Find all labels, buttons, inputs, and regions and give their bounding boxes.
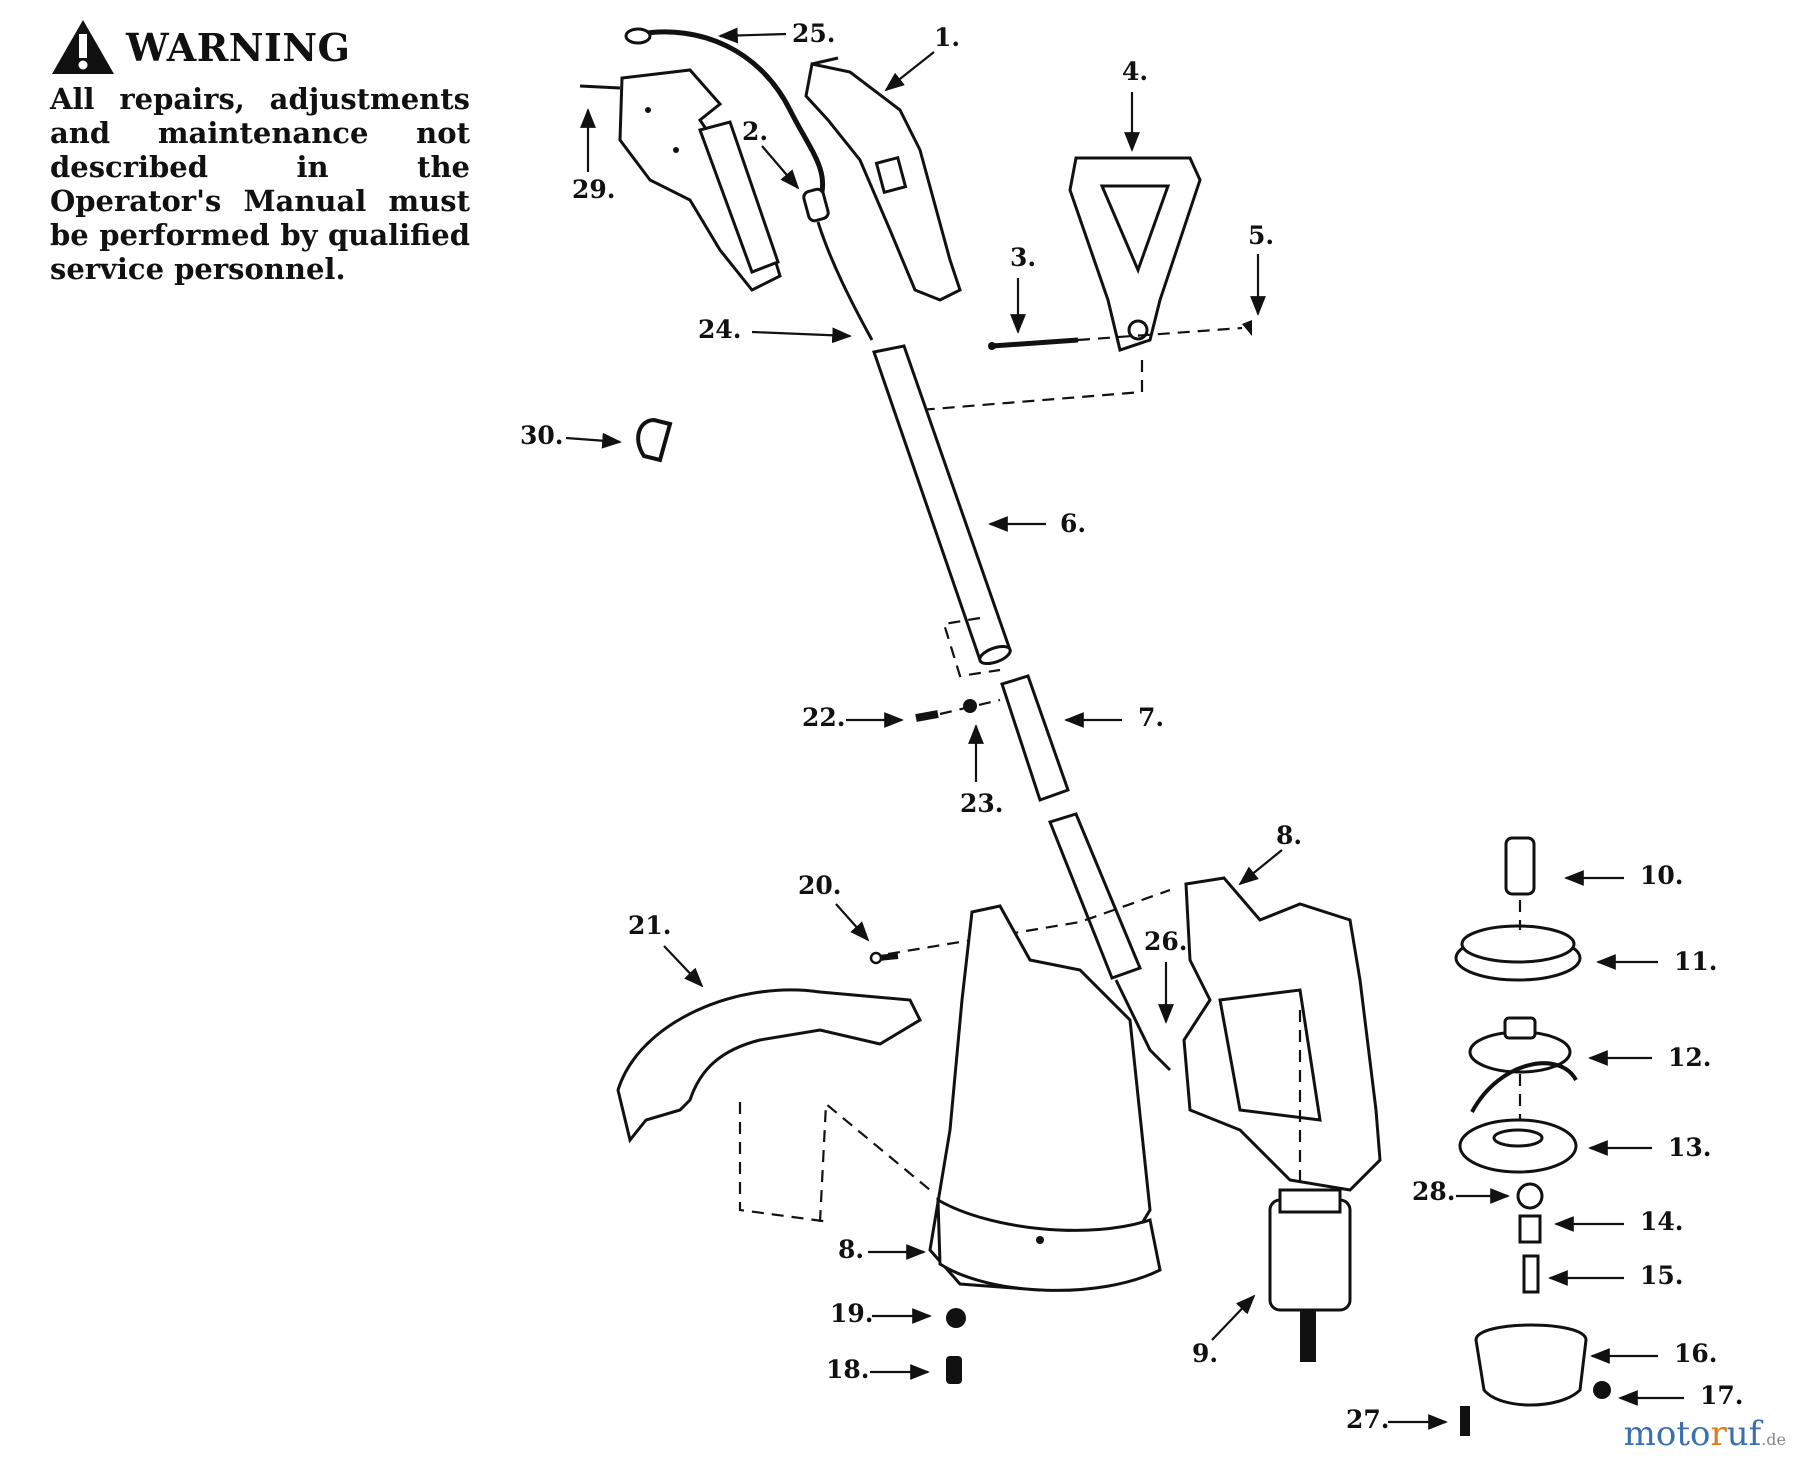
motor-wire bbox=[1114, 979, 1172, 1072]
callout-12: 12. bbox=[1668, 1043, 1712, 1072]
callout-8-lower: 8. bbox=[838, 1235, 864, 1264]
warning-title: WARNING bbox=[126, 24, 351, 70]
callout-4: 4. bbox=[1122, 57, 1148, 86]
wire-lead bbox=[816, 221, 874, 341]
watermark-part-a: moto bbox=[1623, 1414, 1711, 1454]
spring bbox=[1518, 1214, 1542, 1244]
cord-plug bbox=[624, 27, 652, 45]
upper-shaft bbox=[872, 344, 1012, 662]
callout-11: 11. bbox=[1674, 947, 1718, 976]
watermark-part-c: uf bbox=[1726, 1414, 1762, 1454]
handle-half-right bbox=[804, 56, 962, 302]
warning-header: WARNING bbox=[50, 18, 470, 76]
spool-bolt bbox=[1504, 836, 1536, 896]
callout-7: 7. bbox=[1138, 703, 1164, 732]
warning-text: All repairs, adjustments and maintenance… bbox=[50, 82, 470, 286]
coupler-screw bbox=[915, 710, 939, 722]
motor-housing-left bbox=[928, 904, 1162, 1292]
callout-18: 18. bbox=[826, 1355, 870, 1384]
callout-3: 3. bbox=[1010, 243, 1036, 272]
motor bbox=[1268, 1188, 1352, 1362]
cap-bump bbox=[1593, 1381, 1611, 1399]
lower-shaft bbox=[1048, 812, 1142, 980]
watermark-logo: motoruf.de bbox=[1624, 1414, 1786, 1454]
callout-26: 26. bbox=[1144, 927, 1188, 956]
handle-half-left bbox=[579, 68, 782, 292]
cap-screw bbox=[1460, 1406, 1470, 1436]
spool-cap bbox=[1474, 1323, 1588, 1407]
callout-5: 5. bbox=[1248, 221, 1274, 250]
callout-22: 22. bbox=[802, 703, 846, 732]
callout-16: 16. bbox=[1674, 1339, 1718, 1368]
callout-30: 30. bbox=[520, 421, 564, 450]
warning-block: WARNING All repairs, adjustments and mai… bbox=[50, 18, 470, 286]
callout-17: 17. bbox=[1700, 1381, 1744, 1410]
handle-knob bbox=[1242, 320, 1252, 336]
cord-clip bbox=[636, 417, 673, 463]
grass-guard bbox=[616, 988, 931, 1224]
power-cord bbox=[639, 29, 826, 201]
warning-triangle-icon bbox=[52, 20, 114, 74]
callout-19: 19. bbox=[830, 1299, 874, 1328]
callout-1: 1. bbox=[934, 23, 960, 52]
callout-28: 28. bbox=[1412, 1177, 1456, 1206]
callout-10: 10. bbox=[1640, 861, 1684, 890]
callout-21: 21. bbox=[628, 911, 672, 940]
callout-6: 6. bbox=[1060, 509, 1086, 538]
handle-bolt bbox=[991, 337, 1079, 349]
guard-screw bbox=[946, 1356, 962, 1384]
assist-handle bbox=[1068, 156, 1202, 352]
watermark-part-b: r bbox=[1710, 1414, 1727, 1454]
callout-23: 23. bbox=[960, 789, 1004, 818]
callout-2: 2. bbox=[742, 117, 768, 146]
motor-housing-right bbox=[1182, 876, 1382, 1192]
guard-nut bbox=[946, 1308, 966, 1328]
shaft-coupler bbox=[1000, 674, 1070, 802]
callout-20: 20. bbox=[798, 871, 842, 900]
washer bbox=[1516, 1182, 1544, 1210]
callout-14: 14. bbox=[1640, 1207, 1684, 1236]
callout-9: 9. bbox=[1192, 1339, 1218, 1368]
watermark-part-d: .de bbox=[1761, 1430, 1786, 1449]
spring-b bbox=[1522, 1254, 1540, 1294]
callout-8-upper: 8. bbox=[1276, 821, 1302, 850]
trimmer-line bbox=[1470, 1061, 1578, 1113]
callout-13: 13. bbox=[1668, 1133, 1712, 1162]
callout-25: 25. bbox=[792, 19, 836, 48]
callout-24: 24. bbox=[698, 315, 742, 344]
spool-assembly bbox=[1454, 836, 1611, 1436]
callout-29: 29. bbox=[572, 175, 616, 204]
callout-27: 27. bbox=[1346, 1405, 1390, 1434]
strain-relief bbox=[802, 187, 830, 223]
callout-15: 15. bbox=[1640, 1261, 1684, 1290]
